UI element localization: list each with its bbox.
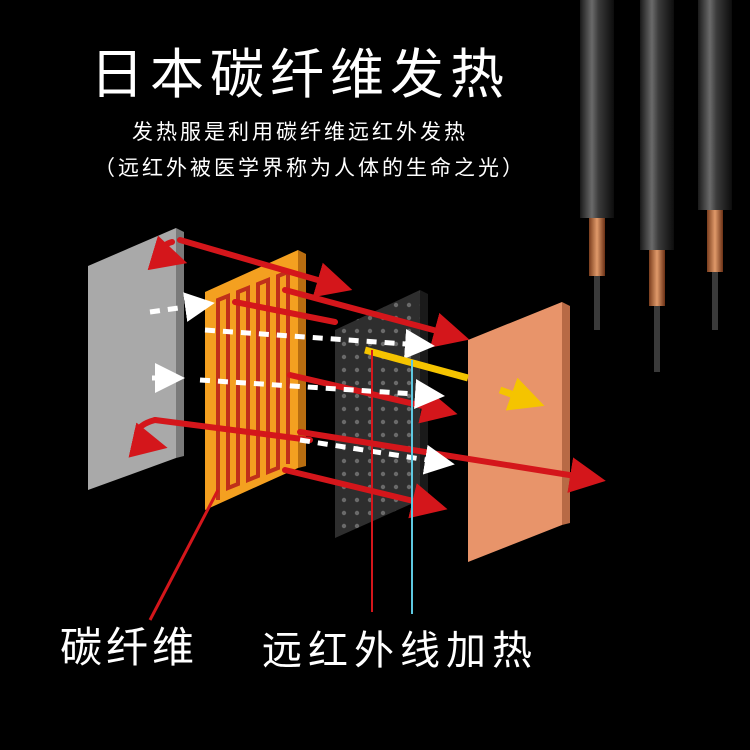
yellow-arrow-icon — [364, 346, 545, 411]
carbon-fiber-label: 碳纤维 — [60, 623, 199, 672]
outer-fabric-layer — [468, 302, 562, 562]
far-infrared-heating-label: 远红外线加热 — [262, 628, 538, 674]
white-dashed-arrow-icon — [149, 292, 455, 475]
carbon-fiber-heating-element — [205, 250, 306, 510]
subtitle-line-2: （远红外被医学界称为人体的生命之光） — [94, 156, 526, 180]
page-title: 日本碳纤维发热 — [90, 43, 510, 106]
inner-fabric-layer — [88, 228, 176, 490]
subtitle-line-1: 发热服是利用碳纤维远红外发热 — [132, 120, 468, 144]
carbon-fiber-pointer — [148, 489, 220, 621]
cable-icon — [580, 0, 732, 372]
